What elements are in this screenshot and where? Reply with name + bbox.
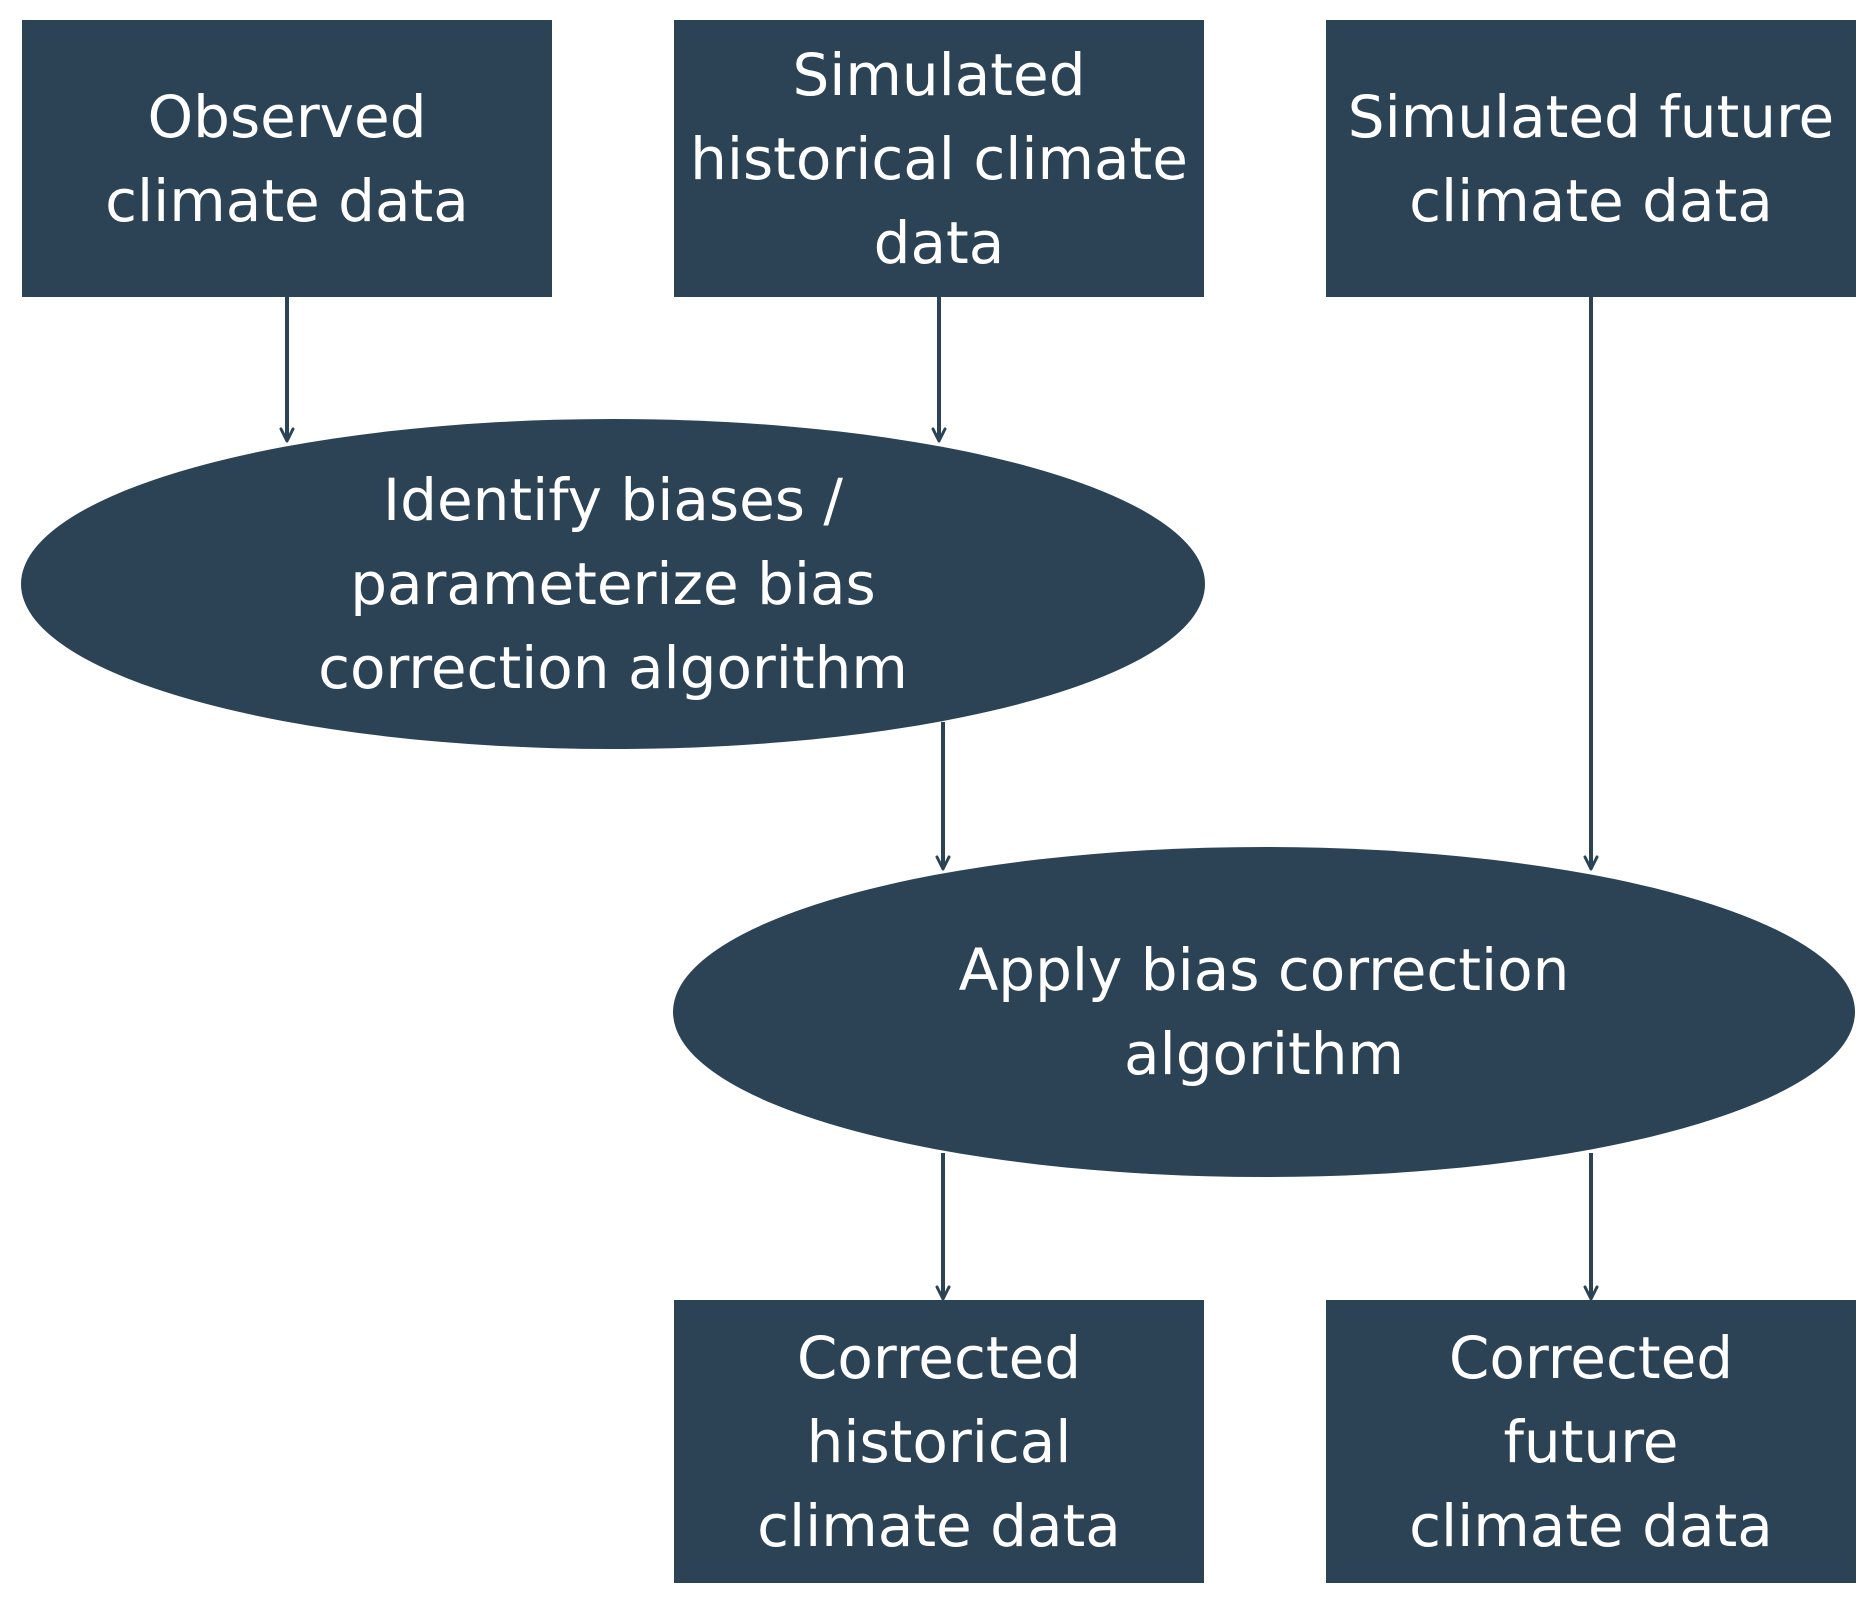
simulated-historical-climate-data-label: Simulated historical climate data <box>690 40 1188 277</box>
observed-climate-data-box <box>22 20 552 297</box>
identify-biases-label: Identify biases / parameterize bias corr… <box>318 466 908 702</box>
corrected-future-climate-data-box <box>1326 1300 1856 1583</box>
simulated-historical-climate-data-box <box>674 20 1204 297</box>
apply-bias-correction-ellipse <box>673 847 1855 1177</box>
corrected-historical-climate-data-label: Corrected historical climate data <box>757 1323 1121 1560</box>
simulated-future-climate-data-box <box>1326 20 1856 297</box>
observed-climate-data-label: Observed climate data <box>105 82 469 235</box>
apply-bias-correction-label: Apply bias correction algorithm <box>958 936 1570 1088</box>
corrected-historical-climate-data-box <box>674 1300 1204 1583</box>
corrected-future-climate-data-label: Corrected future climate data <box>1409 1323 1773 1560</box>
identify-biases-ellipse <box>21 419 1205 749</box>
simulated-future-climate-data-label: Simulated future climate data <box>1347 82 1835 235</box>
